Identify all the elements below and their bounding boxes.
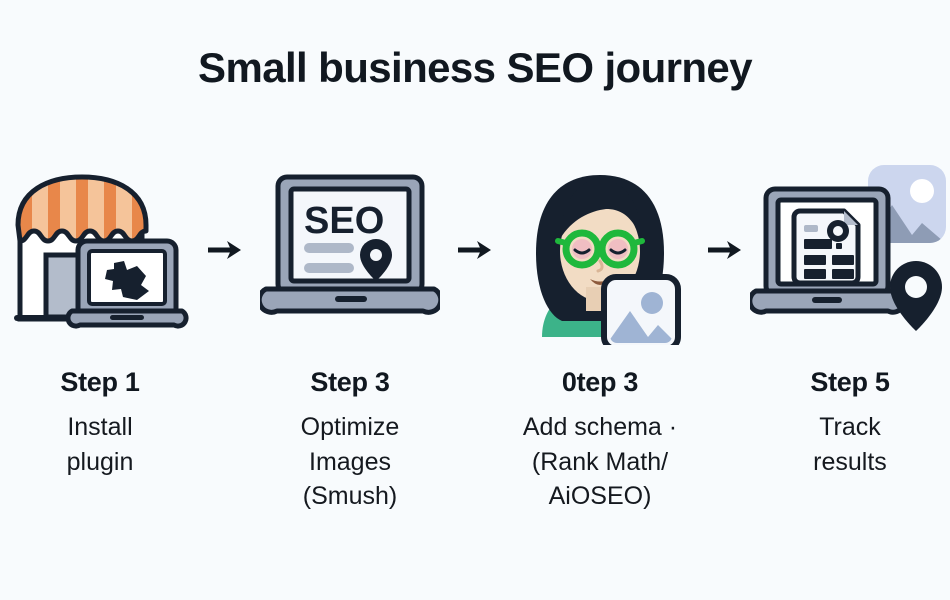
step-heading: 0tep 3 — [561, 367, 639, 397]
step-1-illustration — [0, 155, 200, 345]
arrow-cell-2 — [450, 155, 500, 345]
step-2-illustration: SEO — [250, 155, 450, 345]
storefront-awning — [15, 174, 149, 244]
arrow-cell-1 — [200, 155, 250, 345]
arrow-right-icon — [708, 241, 741, 259]
step-description: Optimize Images (Smush) — [300, 413, 400, 510]
laptop-report-with-photo-and-pin-illustration — [747, 165, 946, 331]
content-bar — [304, 243, 354, 253]
step-heading: Step 5 — [810, 367, 890, 397]
storefront-with-laptop-illustration — [14, 174, 189, 329]
plugin-blob-icon — [105, 261, 149, 300]
report-document-card — [791, 208, 861, 286]
laptop — [65, 238, 189, 329]
step-description: Track results — [813, 413, 887, 476]
content-bar — [304, 263, 354, 273]
step-column-4: Step 5 Track results — [747, 155, 950, 479]
map-pin-icon — [890, 261, 942, 331]
step-column-3: 0tep 3 Add schema · (Rank Math/ AiOSEO) — [500, 155, 700, 514]
step-column-1: Step 1 Install plugin — [0, 155, 200, 479]
step-3-illustration — [500, 155, 700, 352]
step-heading: Step 3 — [310, 367, 390, 397]
steps-row: Step 1 Install plugin SEO — [0, 155, 950, 575]
donut-chart — [827, 220, 849, 242]
seo-laptop-illustration: SEO — [256, 174, 444, 315]
arrow-right-icon — [458, 241, 491, 259]
seo-screen-text: SEO — [304, 200, 384, 242]
arrow-cell-3 — [700, 155, 750, 345]
map-pin-icon — [360, 239, 392, 281]
page-title: Small business SEO journey — [198, 44, 753, 91]
step-description: Install plugin — [66, 413, 134, 476]
person-with-photo-card-illustration — [536, 175, 681, 352]
arrow-right-icon — [208, 241, 241, 259]
image-placeholder-card — [601, 274, 681, 352]
step-column-2: SEO Step 3 Optimize Images (Smush) — [250, 155, 450, 514]
step-description: Add schema · (Rank Math/ AiOSEO) — [522, 413, 678, 510]
step-heading: Step 1 — [60, 367, 140, 397]
step-4-illustration — [747, 155, 950, 345]
green-glasses — [555, 229, 645, 269]
